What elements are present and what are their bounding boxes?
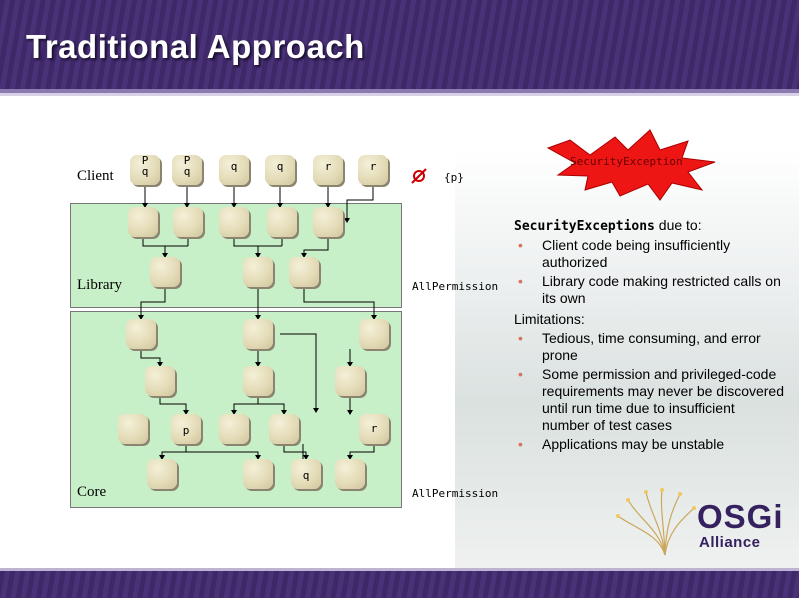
- client-node: [172, 155, 202, 185]
- library-node: [219, 207, 249, 237]
- core-node: [269, 414, 299, 444]
- library-node: [173, 207, 203, 237]
- wire: [233, 396, 259, 414]
- core-node: [335, 366, 365, 396]
- core-label: Core: [77, 484, 107, 500]
- library-node: [128, 207, 158, 237]
- core-node-label: q: [302, 469, 310, 482]
- client-label: Client: [77, 168, 114, 184]
- core-node-label: r: [370, 422, 378, 435]
- core-node-label: p: [182, 424, 190, 437]
- core-node: [359, 414, 389, 444]
- core-node: [335, 459, 365, 489]
- core-node: [145, 366, 175, 396]
- notes-panel: SecurityExceptions due to: •Client code …: [514, 217, 784, 453]
- cause-item: •Library code making restricted calls on…: [518, 273, 781, 306]
- core-all-permission: AllPermission: [412, 487, 499, 500]
- client-node: [130, 155, 160, 185]
- limitation-item: •Tedious, time consuming, and error pron…: [518, 330, 761, 363]
- bullet-icon: •: [518, 273, 523, 289]
- bullet-icon: •: [518, 436, 523, 452]
- client-node: [313, 155, 343, 185]
- exception-label: SecurityException: [570, 155, 683, 168]
- footer-bar: [0, 571, 799, 598]
- osgi-logo-text: OSGi: [697, 498, 784, 535]
- wire: [346, 185, 374, 222]
- client-node: [358, 155, 388, 185]
- wire: [140, 287, 166, 319]
- footer-divider: [0, 568, 799, 571]
- library-node: [267, 207, 297, 237]
- wire: [161, 444, 187, 459]
- slide-title: Traditional Approach: [26, 28, 365, 65]
- client-node: [219, 155, 249, 185]
- core-node: [118, 414, 148, 444]
- cause-item: •Client code being insufficiently author…: [518, 237, 731, 270]
- client-perm: r: [369, 160, 377, 173]
- wire: [258, 403, 285, 414]
- wire: [186, 451, 259, 459]
- library-node: [243, 257, 273, 287]
- header-bar: [0, 0, 799, 91]
- client-perm: q: [276, 160, 284, 173]
- core-node: [243, 366, 273, 396]
- bullet-icon: •: [518, 366, 523, 382]
- core-node: [147, 459, 177, 489]
- osgi-logo-subtitle: Alliance: [699, 534, 761, 551]
- bullet-icon: •: [518, 237, 523, 253]
- client-node: [265, 155, 295, 185]
- wire: [140, 349, 161, 366]
- core-node: [359, 319, 389, 349]
- core-node: [243, 459, 273, 489]
- library-all-permission: AllPermission: [412, 280, 499, 293]
- bullet-icon: •: [518, 330, 523, 346]
- wire: [349, 444, 375, 459]
- client-perm: q: [230, 160, 238, 173]
- starburst-icon: [546, 129, 716, 201]
- library-node: [150, 257, 180, 287]
- core-node: [243, 319, 273, 349]
- limitations-heading: Limitations:: [514, 311, 585, 327]
- client-perm: r: [324, 160, 332, 173]
- core-node: [171, 414, 201, 444]
- denied-icon: [411, 168, 427, 184]
- core-node: [126, 319, 156, 349]
- core-node: [291, 459, 321, 489]
- library-node: [313, 207, 343, 237]
- wire: [303, 287, 375, 319]
- core-node: [219, 414, 249, 444]
- denied-permission-set: {p}: [444, 171, 464, 184]
- library-node: [289, 257, 319, 287]
- wire: [303, 237, 329, 257]
- wire: [280, 333, 317, 412]
- header-divider: [0, 89, 799, 93]
- notes-heading: SecurityExceptions due to:: [514, 217, 702, 234]
- library-label: Library: [77, 277, 122, 293]
- limitation-item: •Applications may be unstable: [518, 436, 725, 452]
- header-divider-light: [0, 93, 799, 96]
- fiber-optic-logo-icon: [617, 489, 695, 556]
- limitation-item: •Some permission and privileged-code req…: [518, 366, 785, 433]
- wire: [159, 396, 187, 414]
